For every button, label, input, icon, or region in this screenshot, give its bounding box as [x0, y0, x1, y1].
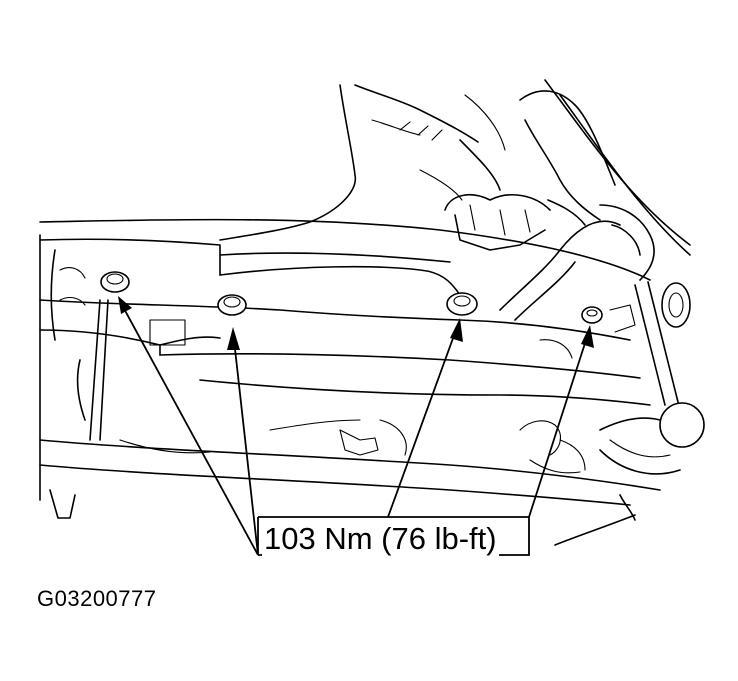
lower-knuckle [519, 304, 636, 474]
figure-id-label: G03200777 [37, 586, 157, 611]
leader-lines [118, 296, 594, 556]
bolt-2 [217, 294, 247, 316]
bolt-1 [100, 271, 130, 293]
crossmember [39, 218, 661, 546]
transmission-housing [219, 84, 506, 241]
left-mount [39, 234, 211, 519]
bolt-4 [581, 306, 603, 324]
bolt-3 [446, 292, 478, 316]
torque-callout-label: 103 Nm (76 lb-ft) [262, 521, 499, 557]
upper-control-arm [519, 79, 705, 475]
